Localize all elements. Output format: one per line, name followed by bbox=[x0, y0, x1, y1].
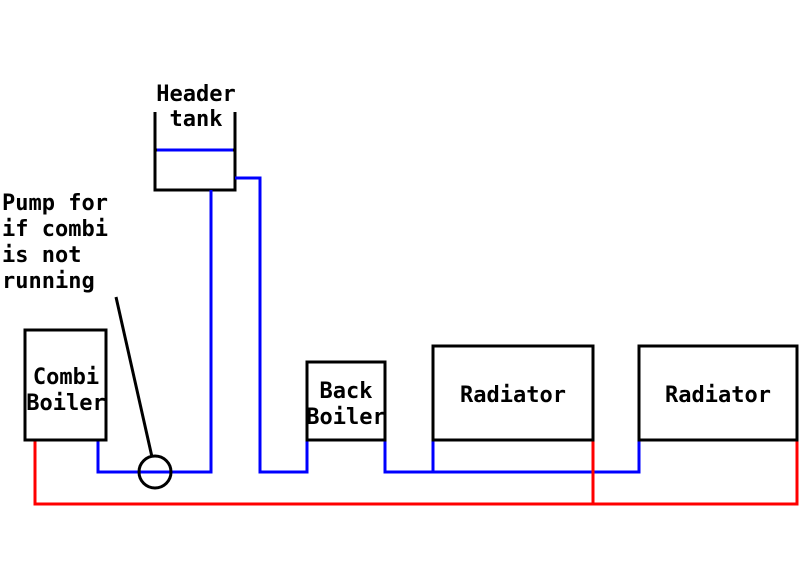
radiator-1-label: Radiator bbox=[460, 383, 566, 408]
header-tank bbox=[153, 112, 237, 192]
pump-note-line4: running bbox=[2, 269, 95, 294]
combi-boiler bbox=[23, 328, 108, 442]
pump-note-line1: Pump for bbox=[2, 191, 108, 216]
pump-note-line2: if combi bbox=[2, 217, 108, 242]
radiator-2-label: Radiator bbox=[665, 383, 771, 408]
header-tank-label-line2: tank bbox=[170, 107, 223, 132]
radiator-1 bbox=[431, 344, 595, 442]
back-boiler bbox=[305, 360, 387, 442]
combi-boiler-label-line1: Combi bbox=[33, 365, 99, 390]
header-tank-label-line1: Header bbox=[156, 82, 235, 107]
combi-boiler-label-line2: Boiler bbox=[26, 391, 105, 416]
back-boiler-label-line1: Back bbox=[320, 379, 373, 404]
radiator-2 bbox=[637, 344, 799, 442]
pump-icon bbox=[137, 454, 173, 490]
pump-note-line3: is not bbox=[2, 243, 81, 268]
back-boiler-label-line2: Boiler bbox=[306, 405, 385, 430]
pump-pointer-line bbox=[114, 296, 154, 458]
return-pipes bbox=[33, 440, 799, 506]
